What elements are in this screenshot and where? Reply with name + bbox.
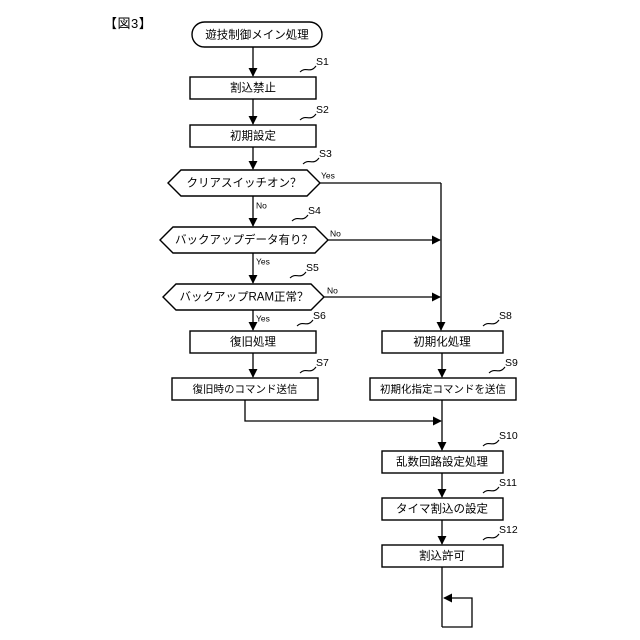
s8-step-label: S8 — [499, 310, 512, 322]
s9-step-label: S9 — [505, 357, 518, 369]
s4-label: バックアップデータ有り？ — [175, 233, 313, 247]
s4-yes-branch-label: Yes — [256, 256, 270, 266]
s4-step-leader — [291, 214, 309, 222]
node-s8[interactable]: 初期化処理 — [381, 330, 504, 354]
node-s3[interactable]: クリアスイッチオン？ — [167, 169, 321, 197]
s2-step-leader — [299, 113, 317, 121]
s1-label: 割込禁止 — [230, 81, 276, 95]
node-s11[interactable]: タイマ割込の設定 — [381, 497, 504, 521]
node-start[interactable]: 遊技制御メイン処理 — [191, 21, 323, 48]
node-s12[interactable]: 割込許可 — [381, 544, 504, 568]
s4-no-branch-label: No — [330, 228, 341, 238]
s8-step-leader — [482, 319, 500, 327]
s5-label: バックアップRAM正常？ — [179, 291, 308, 304]
s3-step-leader — [302, 157, 320, 165]
node-s10[interactable]: 乱数回路設定処理 — [381, 450, 504, 474]
s3-step-label: S3 — [319, 148, 332, 160]
s10-step-leader — [482, 439, 500, 447]
figure-number-label: 【図3】 — [104, 16, 153, 31]
s9-step-leader — [488, 366, 506, 374]
s2-step-label: S2 — [316, 104, 329, 116]
s5-no-branch-label: No — [327, 285, 338, 295]
node-s4[interactable]: バックアップデータ有り？ — [159, 226, 329, 254]
s10-step-label: S10 — [499, 430, 518, 442]
s3-yes-branch-label: Yes — [321, 170, 335, 180]
s9-label: 初期化指定コマンドを送信 — [380, 382, 506, 395]
start-terminator-label: 遊技制御メイン処理 — [205, 28, 309, 42]
s5-yes-branch-label: Yes — [256, 313, 270, 323]
start-terminator-shape — [191, 21, 323, 48]
s7-step-label: S7 — [316, 357, 329, 369]
s6-step-leader — [296, 319, 314, 327]
s7-label: 復旧時のコマンド送信 — [193, 382, 298, 395]
s4-step-label: S4 — [308, 205, 321, 217]
s9-process-shape — [369, 377, 517, 401]
loop-return-line — [442, 593, 473, 628]
node-s5[interactable]: バックアップRAM正常？ — [162, 283, 325, 311]
s3-no-branch-label: No — [256, 200, 267, 210]
node-s6[interactable]: 復旧処理 — [189, 330, 317, 354]
node-s2[interactable]: 初期設定 — [189, 124, 317, 148]
node-s7[interactable]: 復旧時のコマンド送信 — [171, 377, 319, 401]
s11-step-label: S11 — [499, 477, 517, 489]
connector-s7-to-trunk — [244, 400, 442, 426]
s11-step-leader — [482, 486, 500, 494]
s12-step-leader — [482, 533, 500, 541]
s6-step-label: S6 — [313, 310, 326, 322]
s12-label: 割込許可 — [419, 549, 465, 563]
s1-step-leader — [299, 65, 317, 73]
s7-step-leader — [299, 366, 317, 374]
s5-step-leader — [289, 271, 307, 279]
s1-step-label: S1 — [316, 56, 329, 68]
s12-step-label: S12 — [499, 524, 518, 536]
s6-label: 復旧処理 — [230, 335, 276, 349]
s2-label: 初期設定 — [230, 129, 276, 143]
node-s1[interactable]: 割込禁止 — [189, 76, 317, 100]
node-s9[interactable]: 初期化指定コマンドを送信 — [369, 377, 517, 401]
s5-step-label: S5 — [306, 262, 319, 274]
s10-label: 乱数回路設定処理 — [396, 455, 488, 469]
s8-label: 初期化処理 — [413, 335, 471, 349]
s3-label: クリアスイッチオン？ — [187, 177, 302, 190]
s11-label: タイマ割込の設定 — [396, 502, 488, 516]
